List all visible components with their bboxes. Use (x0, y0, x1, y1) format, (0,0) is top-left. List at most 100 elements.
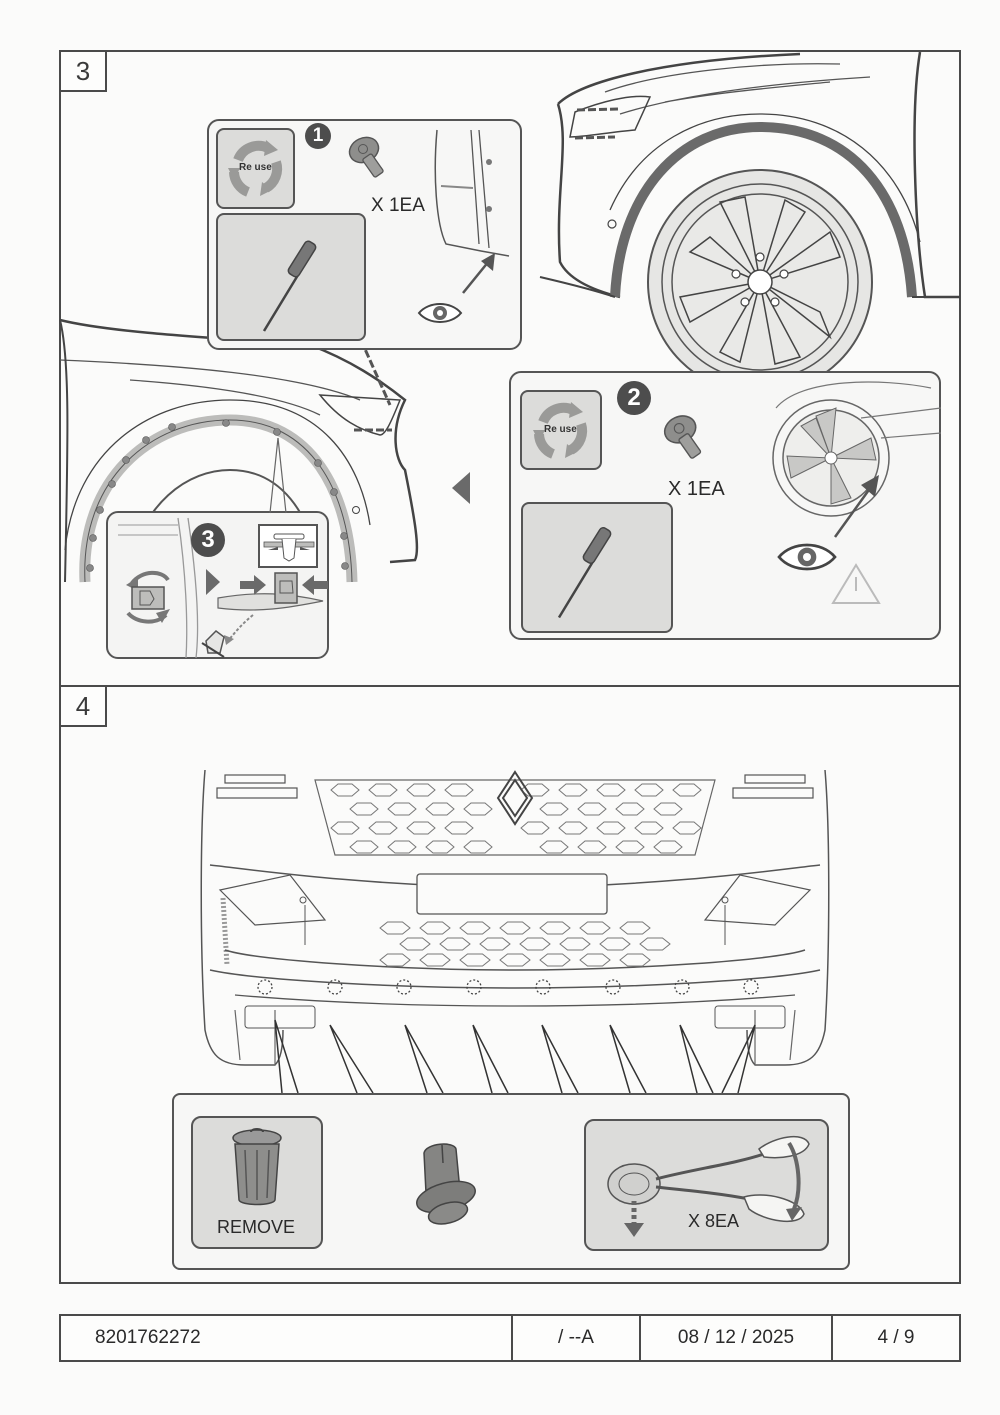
reuse-box: Re use (216, 128, 295, 209)
grille-hex (444, 821, 474, 835)
grille-hex (672, 821, 702, 835)
grille-hex (499, 953, 531, 967)
reuse-icon (228, 140, 283, 197)
grille-hex (419, 921, 451, 935)
grille-hex (653, 840, 683, 854)
substep-3-badge: 3 (191, 523, 225, 557)
eye-icon (777, 543, 837, 571)
car-front-bumper-illustration (200, 769, 830, 1066)
screw-icon (663, 415, 702, 459)
grille-hex (349, 802, 379, 816)
tool-box (216, 213, 366, 341)
grille-hex (539, 921, 571, 935)
screwdriver-icon (557, 526, 612, 619)
grille-hex (672, 783, 702, 797)
pointer-arrow-icon (462, 253, 495, 294)
grille-hex (559, 937, 591, 951)
clip-location-marker (605, 979, 621, 995)
substep-3-panel: 3 (106, 511, 329, 659)
grille-hex (653, 802, 683, 816)
clip-location-marker (327, 979, 343, 995)
grille-hex (349, 840, 379, 854)
bumper-corner-illustration (434, 129, 510, 257)
grille-hex (406, 783, 436, 797)
clip-detail-inset (258, 524, 318, 568)
grille-hex (463, 840, 493, 854)
grille-mesh (330, 783, 702, 854)
grille-hex (520, 821, 550, 835)
clip-callout-line (274, 1019, 299, 1094)
clip-callout-line (472, 1024, 509, 1094)
screw-icon (348, 136, 384, 178)
grille-hex (425, 840, 455, 854)
grille-hex (379, 921, 411, 935)
brand-logo-icon (496, 770, 534, 826)
direction-arrow-icon (452, 472, 470, 504)
step-4-parts-panel: REMOVE X 8EA (172, 1093, 850, 1270)
clip-location-marker (396, 979, 412, 995)
remove-label: REMOVE (217, 1217, 296, 1237)
grille-hex (519, 937, 551, 951)
footer-part-number: 8201762272 (61, 1316, 513, 1360)
screwdriver-icon (262, 240, 317, 332)
clip-callout-line (541, 1024, 579, 1094)
car-front-fender-illustration (59, 318, 419, 583)
clip-callout-line (609, 1024, 647, 1094)
grille-hex (539, 953, 571, 967)
grille-hex (579, 953, 611, 967)
grille-hex (419, 953, 451, 967)
clip-location-marker (674, 979, 690, 995)
grille-hex (634, 783, 664, 797)
grille-hex (577, 840, 607, 854)
squeeze-clip-icon (240, 572, 328, 604)
substep-2-panel: Re use 2 X 1EA (509, 371, 942, 640)
grille-hex (596, 783, 626, 797)
substep-1-panel: Re use 1 X 1EA (207, 119, 522, 350)
substep-2-badge: 2 (617, 381, 651, 415)
trash-can-icon (232, 1128, 282, 1206)
footer-date: 08 / 12 / 2025 (641, 1316, 833, 1360)
next-arrow-icon (206, 569, 220, 595)
reuse-label: Re use (544, 424, 577, 435)
grille-hex (596, 821, 626, 835)
grille-hex (577, 802, 607, 816)
substep-1-badge: 1 (305, 123, 331, 149)
grille-hex (368, 783, 398, 797)
remove-box: REMOVE (191, 1116, 323, 1249)
grille-hex (520, 783, 550, 797)
grille-hex (615, 802, 645, 816)
clip-callout-line (329, 1024, 374, 1094)
clip-location-marker (743, 979, 759, 995)
removed-clip-icon (201, 614, 254, 658)
reuse-box: Re use (520, 390, 602, 470)
reuse-icon (533, 402, 588, 459)
grille-hex (406, 821, 436, 835)
grille-hex (619, 953, 651, 967)
grille-hex (579, 921, 611, 935)
grille-hex (615, 840, 645, 854)
grille-hex (425, 802, 455, 816)
grille-hex (330, 783, 360, 797)
grille-hex (558, 783, 588, 797)
quantity-label: X 8EA (688, 1211, 740, 1231)
grille-hex (639, 937, 671, 951)
grille-hex (387, 802, 417, 816)
grille-hex (368, 821, 398, 835)
grille-hex (539, 802, 569, 816)
quantity-label: X 1EA (668, 478, 725, 500)
footer-page-number: 4 / 9 (877, 1327, 915, 1348)
step-3-number: 3 (59, 50, 107, 92)
grille-hex (330, 821, 360, 835)
grille-hex (459, 921, 491, 935)
clip-location-marker (257, 979, 273, 995)
grille-hex (387, 840, 417, 854)
car-front-wheel-illustration (539, 51, 960, 395)
clip-callout-line (721, 1024, 756, 1094)
removal-tool-box: X 8EA (584, 1119, 829, 1251)
clip-location-marker (466, 979, 482, 995)
wheel-closeup-illustration (772, 381, 942, 517)
eye-icon (417, 303, 463, 323)
grille-hex (379, 953, 411, 967)
reuse-label: Re use (239, 162, 272, 173)
clip-cross-section-icon (263, 533, 315, 562)
